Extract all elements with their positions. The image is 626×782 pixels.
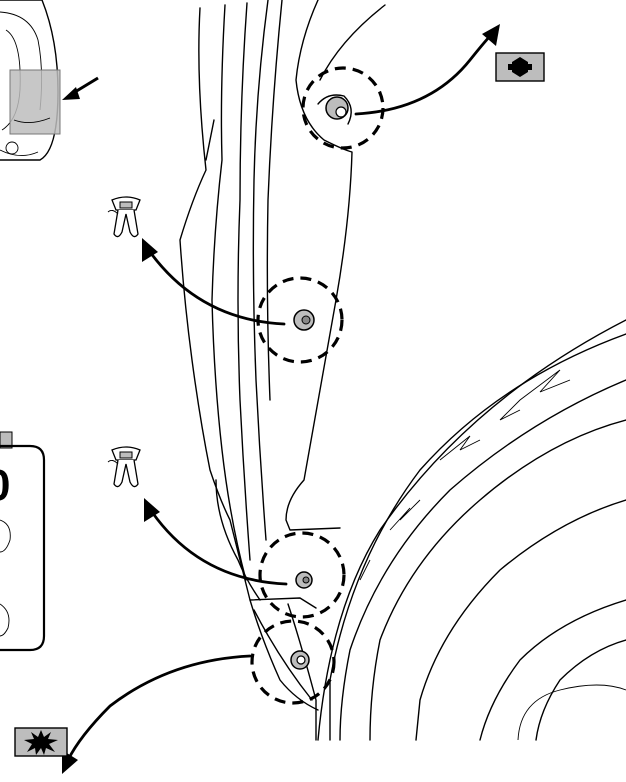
- arrow-bottom-left: [62, 654, 252, 774]
- clip-head-icon: [495, 52, 545, 82]
- wheel-arch: [317, 319, 626, 741]
- push-clip-icon: [107, 196, 141, 238]
- fastener-bottom: [250, 619, 336, 705]
- vehicle-locator-inset: [0, 0, 99, 161]
- fastener-top: [301, 66, 385, 150]
- push-clip-icon: [107, 446, 141, 488]
- fastener-lower: [258, 531, 346, 619]
- locator-arrow: [62, 76, 99, 100]
- detail-inset-box: 0: [0, 431, 46, 652]
- mud-flap-panel: [179, 0, 386, 741]
- arrow-middle: [142, 238, 286, 326]
- arrow-lower: [144, 498, 288, 586]
- fastener-middle: [256, 276, 344, 364]
- highlight-area: [9, 69, 61, 135]
- star-burst-icon: [14, 727, 68, 757]
- inset-glyph: 0: [0, 461, 10, 510]
- arrow-top-right: [354, 24, 500, 116]
